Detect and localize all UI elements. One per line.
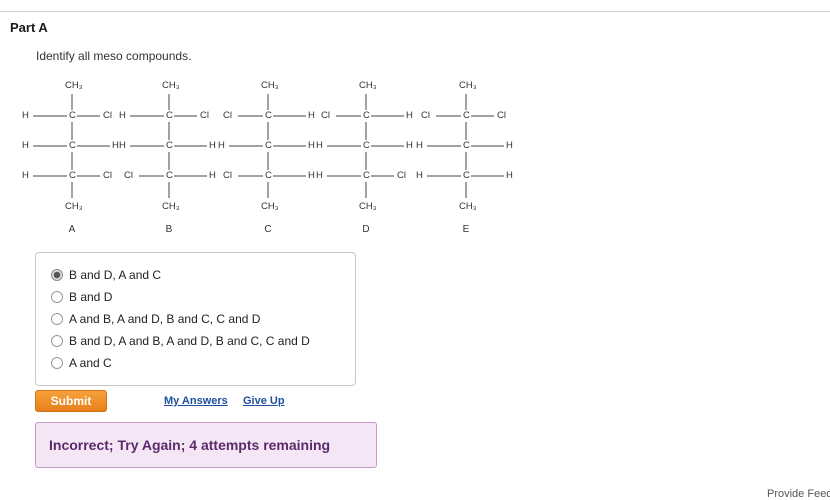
- left-substituent-2: H: [218, 140, 225, 151]
- top-group: CH₃: [459, 80, 477, 91]
- carbon-2: C: [265, 140, 272, 151]
- left-substituent-2: H: [316, 140, 323, 151]
- top-group: CH₃: [359, 80, 377, 91]
- left-substituent-1: Cl: [321, 110, 330, 121]
- top-group: CH₃: [65, 80, 83, 91]
- structure-label: D: [362, 224, 370, 235]
- bond-lines: [130, 94, 207, 198]
- bottom-group: CH₃: [459, 201, 477, 212]
- left-substituent-2: H: [416, 140, 423, 151]
- carbon-2: C: [166, 140, 173, 151]
- provide-feedback-link[interactable]: Provide Feedback: [767, 488, 830, 500]
- carbon-1: C: [363, 110, 370, 121]
- right-substituent-1: Cl: [103, 110, 112, 121]
- top-group: CH₃: [162, 80, 180, 91]
- left-substituent-1: H: [119, 110, 126, 121]
- top-divider: [0, 11, 830, 12]
- option-label: B and D: [69, 290, 113, 304]
- carbon-2: C: [463, 140, 470, 151]
- structure-label: C: [264, 224, 272, 235]
- left-substituent-3: H: [416, 170, 423, 181]
- left-substituent-1: Cl: [223, 110, 232, 121]
- radio-option-1[interactable]: [51, 269, 63, 281]
- bottom-group: CH₃: [261, 201, 279, 212]
- carbon-1: C: [463, 110, 470, 121]
- radio-option-2[interactable]: [51, 291, 63, 303]
- structure-label: A: [68, 224, 76, 235]
- give-up-link[interactable]: Give Up: [243, 395, 285, 407]
- my-answers-link[interactable]: My Answers: [164, 395, 228, 407]
- right-substituent-1: H: [308, 110, 315, 121]
- answer-options: B and D, A and C B and D A and B, A and …: [35, 252, 356, 386]
- option-label: B and D, A and C: [69, 268, 162, 282]
- carbon-3: C: [166, 170, 173, 181]
- structure-label: E: [462, 224, 470, 235]
- left-substituent-3: H: [316, 170, 323, 181]
- left-substituent-1: H: [22, 110, 29, 121]
- option-label: A and B, A and D, B and C, C and D: [69, 312, 261, 326]
- option-3[interactable]: A and B, A and D, B and C, C and D: [51, 311, 260, 327]
- option-1[interactable]: B and D, A and C: [51, 267, 161, 283]
- carbon-3: C: [265, 170, 272, 181]
- carbon-2: C: [363, 140, 370, 151]
- bottom-group: CH₃: [162, 201, 180, 212]
- option-label: A and C: [69, 356, 112, 370]
- feedback-message: Incorrect; Try Again; 4 attempts remaini…: [35, 422, 377, 468]
- right-substituent-3: H: [209, 170, 216, 181]
- bottom-group: CH₃: [65, 201, 83, 212]
- left-substituent-3: Cl: [124, 170, 133, 181]
- bond-lines: [33, 94, 110, 198]
- right-substituent-2: H: [406, 140, 413, 151]
- right-substituent-2: H: [209, 140, 216, 151]
- left-substituent-2: H: [119, 140, 126, 151]
- right-substituent-3: H: [506, 170, 513, 181]
- carbon-3: C: [463, 170, 470, 181]
- left-substituent-2: H: [22, 140, 29, 151]
- option-2[interactable]: B and D: [51, 289, 112, 305]
- right-substituent-1: Cl: [497, 110, 506, 121]
- bond-lines: [229, 94, 306, 198]
- right-substituent-3: H: [308, 170, 315, 181]
- right-substituent-1: H: [406, 110, 413, 121]
- left-substituent-3: H: [22, 170, 29, 181]
- option-5[interactable]: A and C: [51, 355, 112, 371]
- left-substituent-1: Cl: [421, 110, 430, 121]
- left-substituent-3: Cl: [223, 170, 232, 181]
- carbon-1: C: [265, 110, 272, 121]
- right-substituent-3: Cl: [103, 170, 112, 181]
- carbon-3: C: [363, 170, 370, 181]
- option-4[interactable]: B and D, A and B, A and D, B and C, C an…: [51, 333, 310, 349]
- right-substituent-2: H: [506, 140, 513, 151]
- carbon-1: C: [69, 110, 76, 121]
- radio-option-4[interactable]: [51, 335, 63, 347]
- right-substituent-1: Cl: [200, 110, 209, 121]
- carbon-2: C: [69, 140, 76, 151]
- option-label: B and D, A and B, A and D, B and C, C an…: [69, 334, 310, 348]
- bond-lines: [327, 94, 404, 198]
- carbon-3: C: [69, 170, 76, 181]
- question-text: Identify all meso compounds.: [36, 49, 192, 63]
- top-group: CH₃: [261, 80, 279, 91]
- bond-lines: [427, 94, 504, 198]
- right-substituent-3: Cl: [397, 170, 406, 181]
- right-substituent-2: H: [308, 140, 315, 151]
- part-title: Part A: [10, 20, 48, 35]
- submit-button[interactable]: Submit: [35, 390, 107, 412]
- carbon-1: C: [166, 110, 173, 121]
- radio-option-5[interactable]: [51, 357, 63, 369]
- radio-option-3[interactable]: [51, 313, 63, 325]
- structure-label: B: [165, 224, 173, 235]
- right-substituent-2: H: [112, 140, 119, 151]
- bottom-group: CH₃: [359, 201, 377, 212]
